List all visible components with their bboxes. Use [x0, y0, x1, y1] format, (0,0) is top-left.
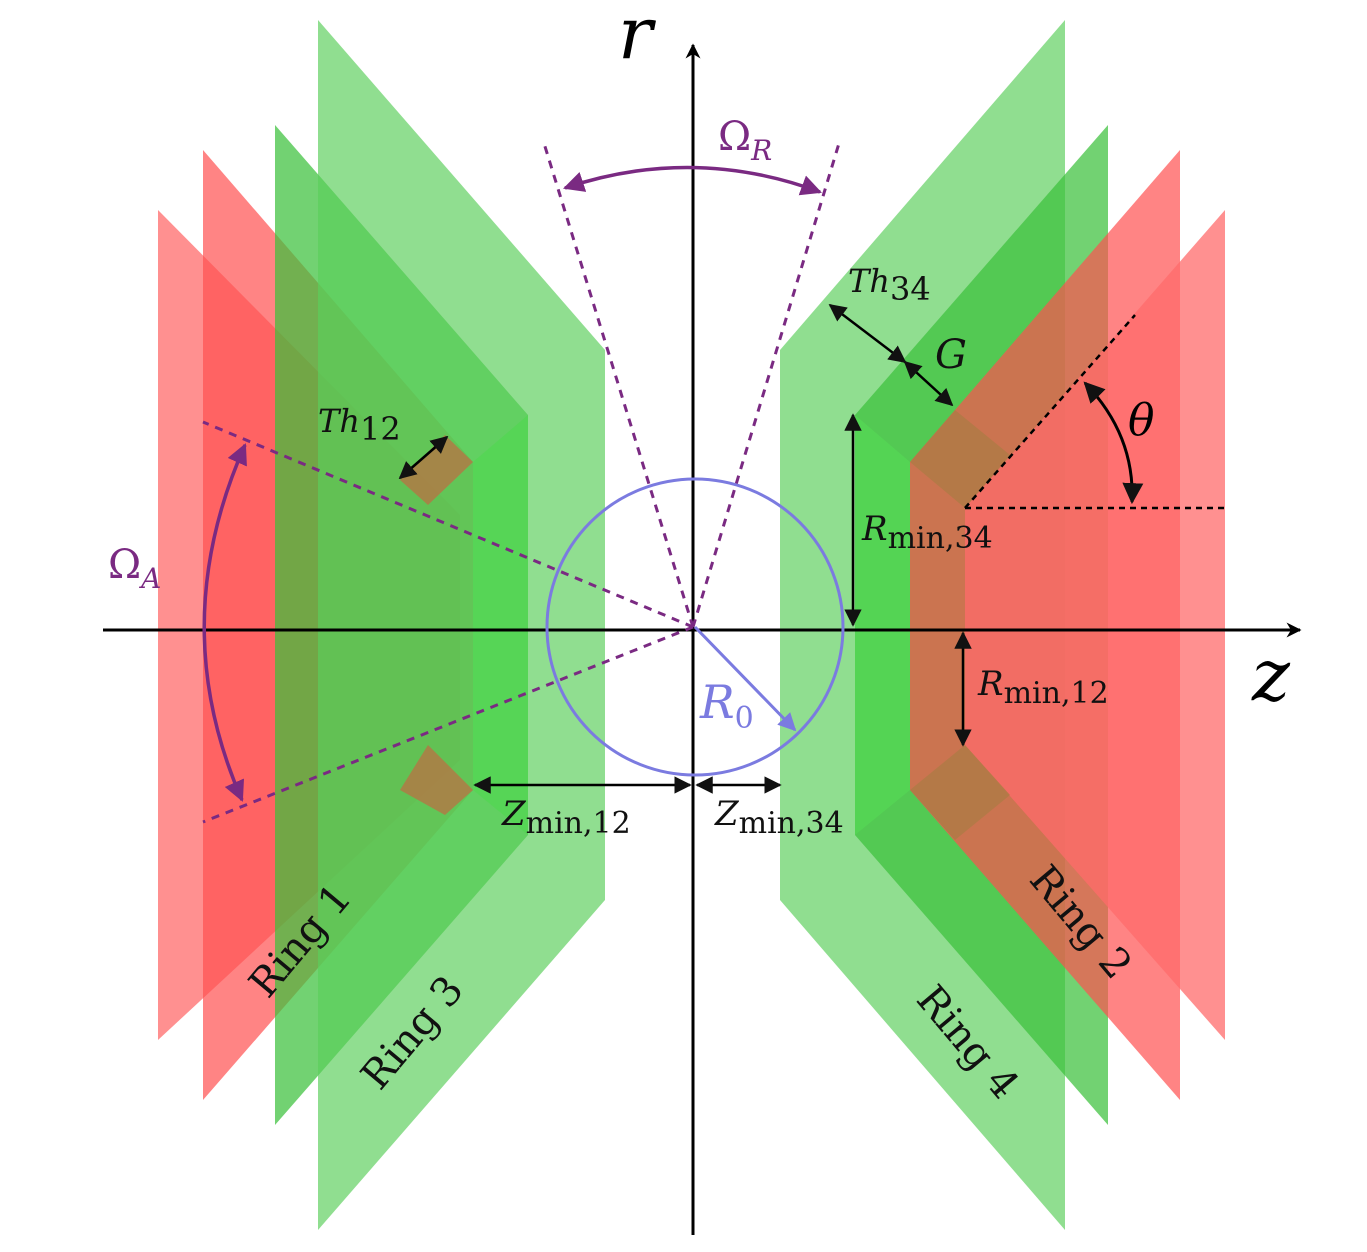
gap-arrow	[903, 360, 954, 407]
omega-r-line-left	[541, 139, 695, 628]
left-rings	[158, 20, 605, 1230]
ring2-thickness-band-top	[910, 410, 1010, 508]
omega-a-label: ΩA	[108, 542, 161, 595]
theta-label: θ	[1128, 395, 1155, 446]
theta-slant-line	[964, 314, 1136, 509]
theta-arc	[1083, 381, 1144, 505]
omega-a-arc	[202, 443, 247, 802]
ring3-inner-face	[473, 415, 528, 835]
sphere-circle	[545, 477, 845, 777]
omega-a-line-top	[202, 420, 694, 629]
theta-angle: θ	[964, 314, 1225, 510]
r0-label: R0	[699, 675, 754, 736]
th12-label: Th12	[318, 402, 401, 448]
ring3-plate-outer	[318, 20, 605, 1230]
th34-label: Th34	[848, 262, 931, 308]
omega-r-label: ΩR	[718, 114, 772, 167]
r-axis-label: r	[618, 0, 656, 75]
ring4-inner-face	[855, 415, 910, 835]
gap-label: G	[935, 332, 967, 378]
zmin12-label: Zmin,12	[501, 794, 631, 841]
sphere-r0: R0	[545, 477, 845, 777]
th12-arrow	[398, 435, 449, 480]
ring2-thickness-band-bottom	[910, 745, 1010, 840]
omega-r-line-right	[691, 139, 842, 628]
th34-arrow	[828, 303, 907, 364]
zmin34-label: Zmin,34	[714, 794, 844, 841]
omega-r-arc	[563, 165, 822, 196]
omega-a-line-bottom	[202, 625, 694, 824]
right-rings	[780, 20, 1225, 1230]
ring2-plate-outer	[965, 210, 1225, 1040]
z-axis-label: z	[1251, 633, 1291, 717]
r0-radius-arrow	[693, 625, 797, 732]
angle-lines	[202, 139, 842, 824]
rmin34-label: Rmin,34	[861, 509, 993, 556]
rmin12-label: Rmin,12	[977, 664, 1109, 711]
axes: r z	[103, 0, 1302, 1235]
ring1-thickness-band-bottom	[400, 745, 473, 815]
dimension-arrows	[398, 303, 972, 794]
